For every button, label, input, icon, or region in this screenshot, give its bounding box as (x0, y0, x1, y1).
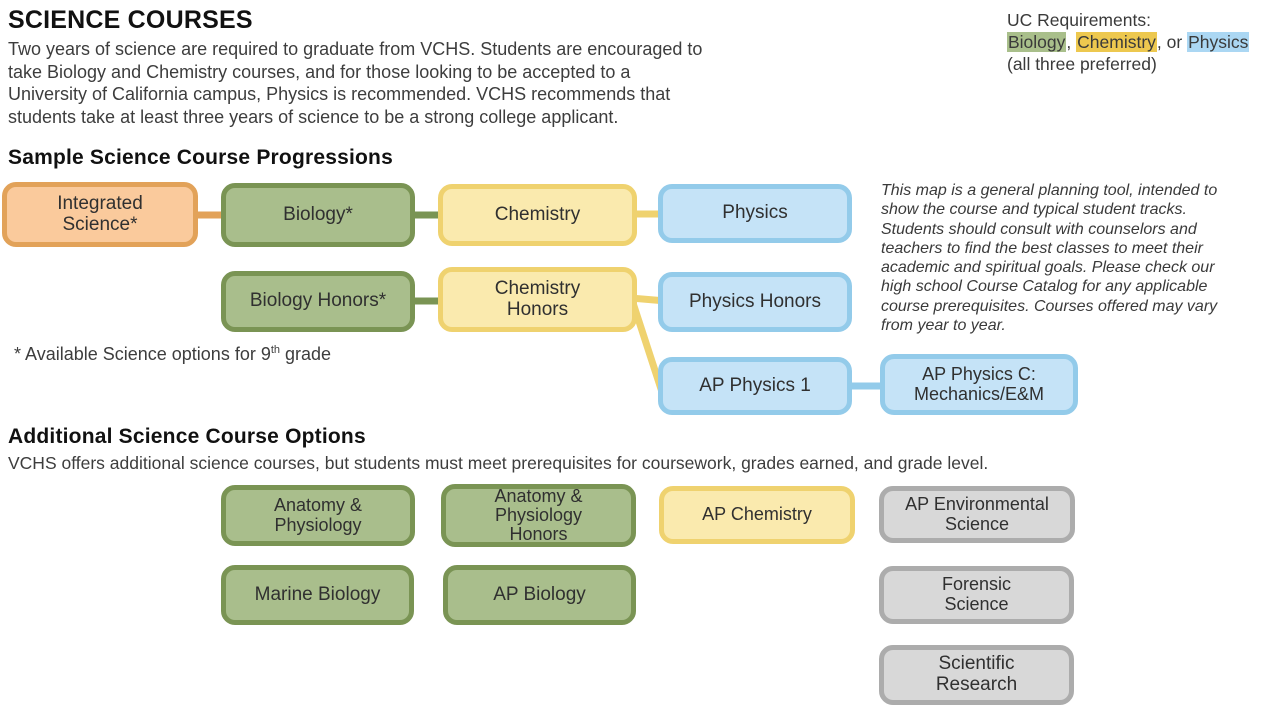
course-label: AP Physics 1 (699, 374, 811, 396)
uc-requirements-label: UC Requirements: (1007, 10, 1151, 30)
course-label: Biology* (283, 203, 353, 225)
course-box-anatomy-physiology-honors: Anatomy & Physiology Honors (441, 484, 636, 547)
footnote-prefix: * Available Science options for 9 (14, 344, 271, 364)
course-box-biology: Biology* (221, 183, 415, 247)
course-box-ap-biology: AP Biology (443, 565, 636, 625)
course-box-anatomy-physiology: Anatomy & Physiology (221, 485, 415, 546)
course-box-chemistry-honors: Chemistry Honors (438, 267, 637, 332)
uc-requirements-block: UC Requirements: Biology, Chemistry, or … (1007, 9, 1250, 75)
course-box-ap-environmental-science: AP Environmental Science (879, 486, 1075, 543)
course-box-scientific-research: Scientific Research (879, 645, 1074, 705)
intro-paragraph: Two years of science are required to gra… (8, 39, 703, 127)
course-label: AP Environmental Science (905, 493, 1049, 534)
course-label: AP Chemistry (702, 504, 812, 525)
uc-physics-highlight: Physics (1187, 32, 1250, 52)
course-box-forensic-science: Forensic Science (879, 566, 1074, 624)
course-box-physics: Physics (658, 184, 852, 243)
uc-biology-highlight: Biology (1007, 32, 1067, 52)
course-label: Anatomy & Physiology Honors (494, 486, 583, 544)
course-label: Physics Honors (689, 290, 821, 312)
additional-subtext: VCHS offers additional science courses, … (8, 453, 989, 473)
course-label: Chemistry Honors (494, 277, 581, 320)
page-title: SCIENCE COURSES (8, 6, 253, 34)
uc-separator-2: , or (1156, 32, 1188, 52)
uc-requirements-note: (all three preferred) (1007, 54, 1157, 74)
uc-chemistry-highlight: Chemistry (1076, 32, 1157, 52)
connector-chemistryhonors-to-apphysics1 (629, 301, 666, 394)
course-box-biology-honors: Biology Honors* (221, 271, 415, 332)
course-label: Marine Biology (254, 583, 381, 605)
course-label: Physics (722, 202, 788, 224)
course-label: Integrated Science* (57, 192, 143, 235)
course-box-chemistry: Chemistry (438, 184, 637, 246)
planning-disclaimer: This map is a general planning tool, int… (881, 182, 1218, 335)
course-label: Anatomy & Physiology (273, 494, 363, 535)
additional-heading: Additional Science Course Options (8, 425, 366, 448)
course-box-ap-physics-c: AP Physics C: Mechanics/E&M (880, 354, 1078, 415)
ninth-grade-footnote: * Available Science options for 9th grad… (14, 344, 331, 365)
course-label: AP Biology (493, 583, 586, 605)
course-label: AP Physics C: Mechanics/E&M (913, 363, 1045, 404)
course-box-ap-chemistry: AP Chemistry (659, 486, 855, 544)
course-label: Biology Honors* (249, 290, 387, 312)
uc-separator-1: , (1066, 32, 1077, 52)
course-label: Forensic Science (941, 574, 1012, 614)
course-label: Scientific Research (935, 653, 1018, 695)
course-box-integrated-science: Integrated Science* (2, 182, 198, 247)
uc-requirements-courses: Biology, Chemistry, or Physics (1007, 31, 1250, 53)
footnote-suffix: grade (280, 344, 332, 364)
footnote-superscript: th (270, 344, 281, 356)
course-box-marine-biology: Marine Biology (221, 565, 414, 625)
course-label: Chemistry (494, 203, 581, 225)
course-box-physics-honors: Physics Honors (658, 272, 852, 332)
progressions-heading: Sample Science Course Progressions (8, 146, 393, 169)
course-box-ap-physics-1: AP Physics 1 (658, 357, 852, 415)
